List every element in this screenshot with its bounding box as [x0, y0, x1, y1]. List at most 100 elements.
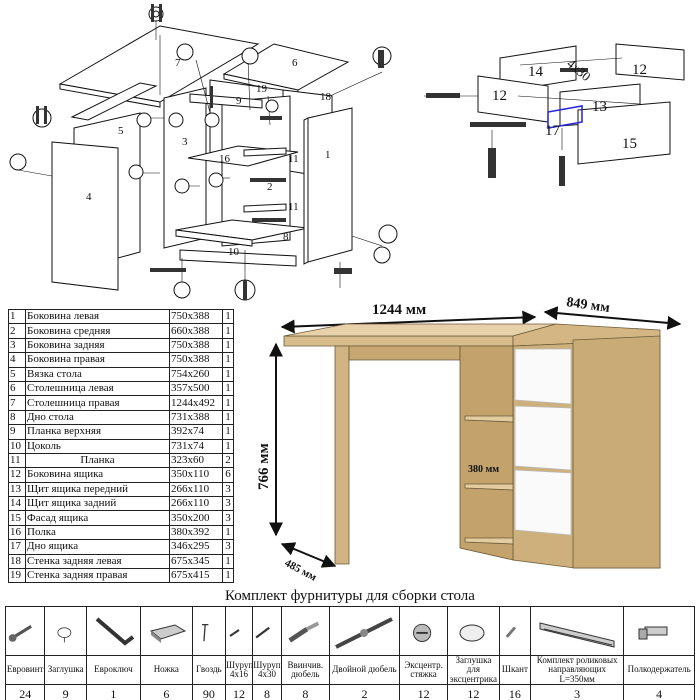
long-screw-icon: [255, 626, 270, 639]
part-number: 8: [8, 409, 26, 426]
label-19: 19: [256, 83, 268, 95]
kit-item-count: 12: [446, 684, 500, 700]
part-number: 14: [8, 496, 26, 512]
height-label: 766 мм: [256, 443, 272, 490]
kit-item-label: Евровинт: [4, 654, 46, 686]
part-size: 380x392: [169, 524, 223, 541]
part-name: Полка: [25, 524, 170, 541]
label-7: 7: [175, 57, 181, 69]
part-name: Боковина средняя: [25, 323, 170, 339]
kit-item-count: 4: [623, 684, 695, 700]
kit-item-picture: [4, 606, 46, 656]
kit-item-label: Гвоздь: [191, 654, 226, 686]
label-4: 4: [86, 191, 92, 203]
part-qty: 1: [222, 524, 234, 541]
kit-item-label: Заглушка: [44, 654, 87, 686]
label-13: 13: [592, 99, 607, 115]
kit-item-count: 8: [251, 684, 282, 700]
cap-icon: [57, 627, 71, 643]
panel-10: [179, 249, 297, 267]
kit-item-picture: [623, 606, 695, 656]
label-10: 10: [228, 246, 240, 258]
part-qty: 3: [222, 481, 234, 498]
part-name: Боковина левая: [25, 308, 170, 325]
shelf-label: 380 мм: [468, 464, 499, 475]
part-qty: 2: [222, 452, 234, 469]
label-3: 3: [182, 136, 188, 148]
kit-item-label: Комплект роликовых направляющих L=350мм: [529, 654, 625, 686]
part-qty: 1: [222, 424, 234, 440]
kit-item-label: Полкодержатель: [623, 654, 695, 686]
kit-item-picture: [139, 606, 193, 656]
part-name: Столешница левая: [25, 380, 170, 397]
part-qty: 1: [222, 337, 234, 354]
kit-item-label: Двойной дюбель: [328, 654, 401, 686]
part-qty: 3: [222, 496, 234, 512]
screw-icon: [8, 625, 33, 642]
part-size: 675x415: [169, 568, 223, 584]
kit-item-count: 90: [191, 684, 226, 700]
kit-item-label: Заглушка для эксцентрика: [446, 654, 500, 686]
part-qty: 3: [222, 539, 234, 555]
part-number: 16: [8, 524, 26, 541]
kit-item-picture: [280, 606, 330, 656]
drawer-side-right: [615, 43, 685, 81]
kit-item-picture: [399, 606, 448, 656]
part-size: 392x74: [169, 424, 223, 440]
kit-item-picture: [328, 606, 401, 656]
label-5: 5: [118, 125, 124, 137]
part-number: 4: [8, 352, 26, 368]
part-number: 19: [8, 568, 26, 584]
desk-dimension-diagram: 1244 мм 849 мм 766 мм 380 мм 485 мм: [256, 295, 682, 584]
depth-label: 849 мм: [565, 295, 611, 316]
drawer-facade: [577, 101, 671, 165]
drawer-diagram: 14 12 12 13 17 15 4x30: [424, 43, 685, 186]
panel-labels: 7 6 19 18 9 5 4 3 16 11 1 2 11 8 10: [86, 57, 332, 258]
part-number: 3: [8, 337, 26, 354]
part-name: Фасад ящика: [25, 510, 170, 526]
part-name: Цоколь: [25, 438, 170, 454]
part-name: Планка: [25, 452, 170, 469]
label-8: 8: [283, 231, 289, 243]
kit-item-count: 9: [44, 684, 87, 700]
part-number: 9: [8, 424, 26, 440]
part-qty: 1: [222, 380, 234, 397]
label-18: 18: [320, 91, 332, 103]
kit-item-label: Шуруп 4x30: [251, 654, 282, 686]
kit-item-label: Шуруп 4x16: [224, 654, 253, 686]
part-qty: 1: [222, 395, 234, 411]
wood-dowel-icon: [505, 626, 517, 638]
part-name: Боковина задняя: [25, 337, 170, 354]
double-dowel-icon: [335, 617, 394, 649]
label-11a: 11: [288, 153, 299, 165]
part-name: Столешница правая: [25, 395, 170, 411]
label-11b: 11: [288, 201, 299, 213]
part-name: Дно ящика: [25, 539, 170, 555]
label-12b: 12: [492, 88, 507, 104]
kit-item-picture: [191, 606, 226, 656]
part-number: 13: [8, 481, 26, 498]
part-name: Боковина ящика: [25, 467, 170, 483]
part-qty: 1: [222, 438, 234, 454]
kit-item-picture: [251, 606, 282, 656]
kit-item-count: 1: [85, 684, 141, 700]
exploded-desk-diagram: 7 6 19 18 9 5 4 3 16 11 1 2 11 8 10: [9, 4, 398, 301]
part-number: 2: [8, 323, 26, 339]
part-qty: 1: [222, 568, 234, 584]
part-name: Дно стола: [25, 409, 170, 426]
part-qty: 1: [222, 323, 234, 339]
